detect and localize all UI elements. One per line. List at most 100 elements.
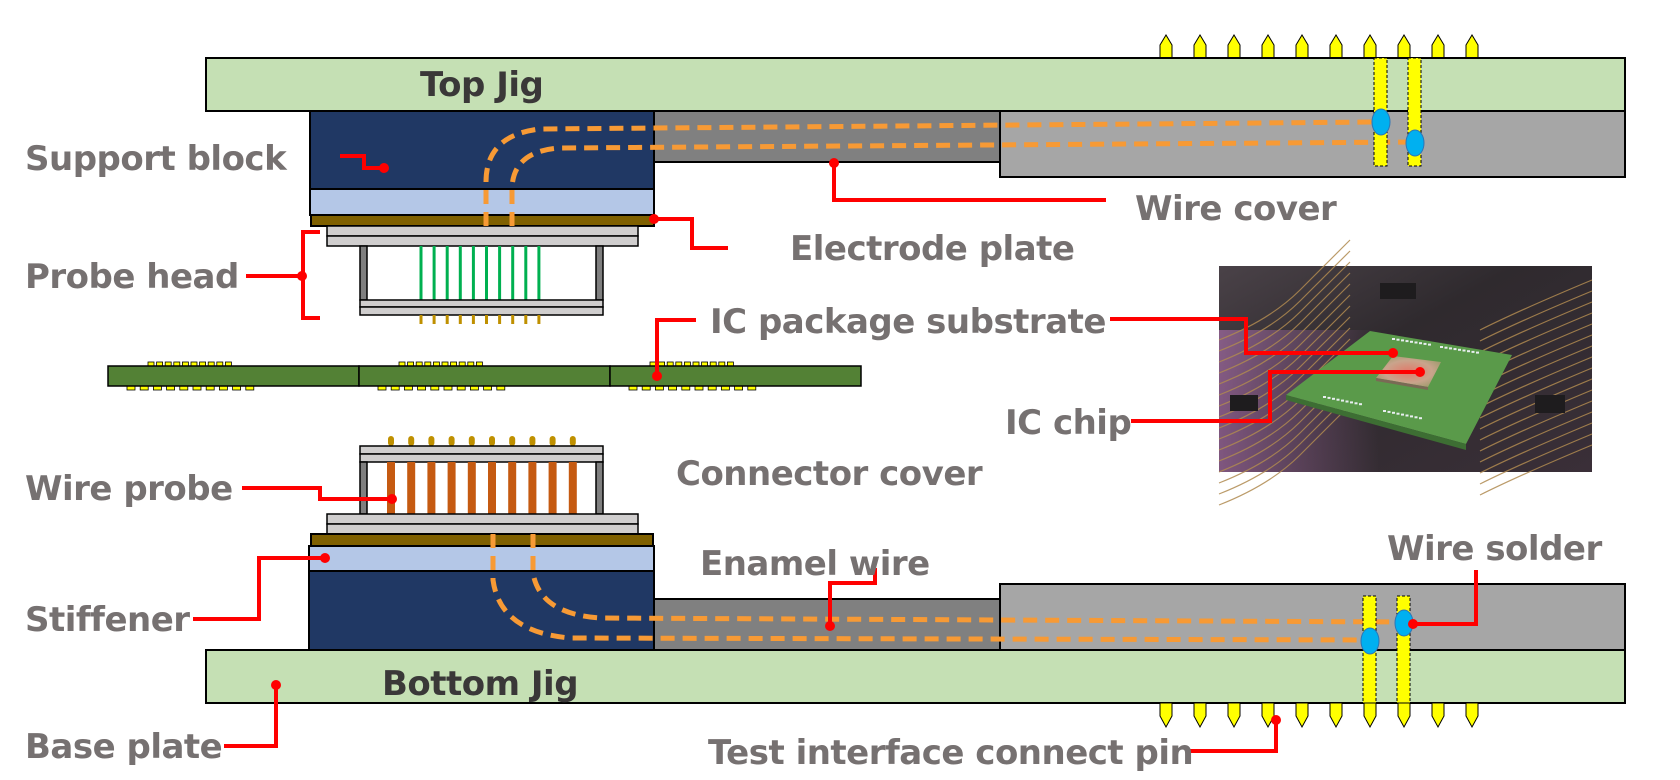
photo-pad bbox=[1332, 397, 1335, 400]
photo-trace bbox=[1479, 400, 1593, 452]
connect-pin-bottom bbox=[1227, 702, 1241, 729]
photo-pad bbox=[1396, 338, 1400, 341]
leader-ic-substrate-left bbox=[655, 318, 696, 376]
label-ic-package-substrate: IC package substrate bbox=[710, 302, 1106, 342]
connect-pin-bottom bbox=[1193, 702, 1207, 729]
photo-pad bbox=[1401, 413, 1404, 416]
wire-probes bbox=[387, 462, 577, 514]
bottom-probe-plate-upper bbox=[326, 513, 639, 525]
substrate-panel bbox=[358, 365, 611, 387]
connector-cover bbox=[359, 436, 604, 515]
photo-pad bbox=[1410, 415, 1413, 418]
leader-dot bbox=[271, 680, 281, 690]
wire-probe-tip bbox=[468, 436, 475, 446]
label-wire-solder: Wire solder bbox=[1387, 529, 1602, 569]
leader-enamel-wire bbox=[828, 568, 877, 626]
connect-pin-top bbox=[1159, 34, 1173, 59]
connect-pin-top bbox=[1227, 34, 1241, 59]
photo-component bbox=[1535, 395, 1565, 413]
photo-trace bbox=[1479, 290, 1593, 342]
leader-connect-pin bbox=[1185, 723, 1278, 753]
connector-cover-plate-upper bbox=[359, 445, 604, 455]
photo-trace bbox=[1479, 378, 1593, 430]
photo-pad bbox=[1444, 346, 1448, 349]
probe-head-post-right bbox=[595, 245, 604, 301]
connector-cover-plate-lower bbox=[359, 453, 604, 463]
photo-pad bbox=[1392, 411, 1395, 414]
connect-pin-bottom bbox=[1431, 702, 1445, 729]
wire-probe bbox=[387, 462, 395, 514]
photo-trace bbox=[1218, 327, 1351, 429]
photo-pad bbox=[1336, 398, 1340, 401]
top-assembly: Top Jig bbox=[205, 34, 1626, 324]
label-enamel-wire: Enamel wire bbox=[700, 544, 930, 584]
photo-pad bbox=[1341, 399, 1344, 402]
wire-probe bbox=[548, 462, 557, 514]
leader-electrode-plate bbox=[654, 217, 728, 250]
wire-probe bbox=[447, 462, 456, 514]
connect-pin-top bbox=[1431, 34, 1445, 59]
photo-pad bbox=[1396, 412, 1400, 415]
photo-trace bbox=[1479, 356, 1593, 408]
connect-pin-top bbox=[1261, 34, 1275, 59]
leader-wire-cover bbox=[832, 163, 1106, 202]
photo-pad bbox=[1419, 342, 1422, 345]
substrate-panel bbox=[107, 365, 360, 387]
leader-base-plate bbox=[224, 685, 278, 748]
connect-pin-bottom bbox=[1159, 702, 1173, 729]
substrate-unit bbox=[358, 361, 611, 391]
photo-pad bbox=[1453, 348, 1457, 351]
top-electrode-plate bbox=[310, 214, 655, 227]
label-connector-cover: Connector cover bbox=[676, 454, 983, 494]
bottom-enamel-wire-1 bbox=[490, 534, 1373, 643]
photo-trace bbox=[1218, 404, 1351, 506]
wire-probe-tip bbox=[428, 436, 435, 446]
photo-pad bbox=[1327, 396, 1331, 399]
connect-pin-bottom bbox=[1329, 702, 1343, 729]
wire-probe-tip bbox=[408, 436, 415, 446]
photo-trace bbox=[1218, 305, 1351, 407]
connect-pin-bottom bbox=[1397, 702, 1411, 729]
connect-pin-top bbox=[1465, 34, 1479, 59]
label-probe-head: Probe head bbox=[25, 257, 239, 297]
connect-pin-top bbox=[1295, 34, 1309, 59]
wire-probe bbox=[568, 462, 577, 514]
photo-trace bbox=[1218, 294, 1351, 396]
wire-probe bbox=[528, 462, 537, 514]
photo-trace bbox=[1218, 272, 1351, 374]
photo-pad bbox=[1440, 346, 1443, 348]
photo-pad bbox=[1350, 401, 1353, 404]
label-base-plate: Base plate bbox=[25, 727, 222, 767]
top-jig bbox=[205, 57, 1626, 112]
photo-pad bbox=[1414, 341, 1418, 344]
photo-trace bbox=[1479, 422, 1593, 474]
ic-package-substrate bbox=[107, 361, 862, 391]
top-wire-solder-1 bbox=[1371, 108, 1391, 136]
photo-component bbox=[1380, 283, 1416, 299]
wire-probe bbox=[407, 462, 416, 514]
leader-dot bbox=[829, 158, 839, 168]
substrate-unit bbox=[107, 361, 360, 391]
photo-package-substrate bbox=[1286, 331, 1512, 444]
leader-dot bbox=[387, 494, 397, 504]
leader-dot bbox=[320, 553, 330, 563]
top-jig-label: Top Jig bbox=[420, 65, 543, 105]
label-wire-cover: Wire cover bbox=[1135, 189, 1337, 229]
bottom-electrode-plate bbox=[310, 533, 654, 547]
leader-dot bbox=[652, 371, 662, 381]
photo-trace bbox=[1218, 283, 1351, 385]
probe-head-plate-lower bbox=[326, 235, 639, 247]
wire-probe-tips bbox=[388, 436, 576, 446]
photo-pad bbox=[1383, 410, 1386, 412]
photo-pad bbox=[1345, 400, 1349, 403]
photo-trace bbox=[1479, 444, 1593, 496]
leader-wire-probe bbox=[242, 486, 392, 501]
photo-pad bbox=[1410, 340, 1413, 343]
connect-pin-bottom bbox=[1295, 702, 1309, 729]
wire-probe-tip bbox=[509, 436, 516, 446]
labels: Support block Probe head Wire cover Elec… bbox=[25, 139, 1603, 773]
top-wire-solder-2 bbox=[1405, 129, 1425, 157]
wire-probe bbox=[488, 462, 496, 514]
wire-probe-tip bbox=[448, 436, 455, 446]
